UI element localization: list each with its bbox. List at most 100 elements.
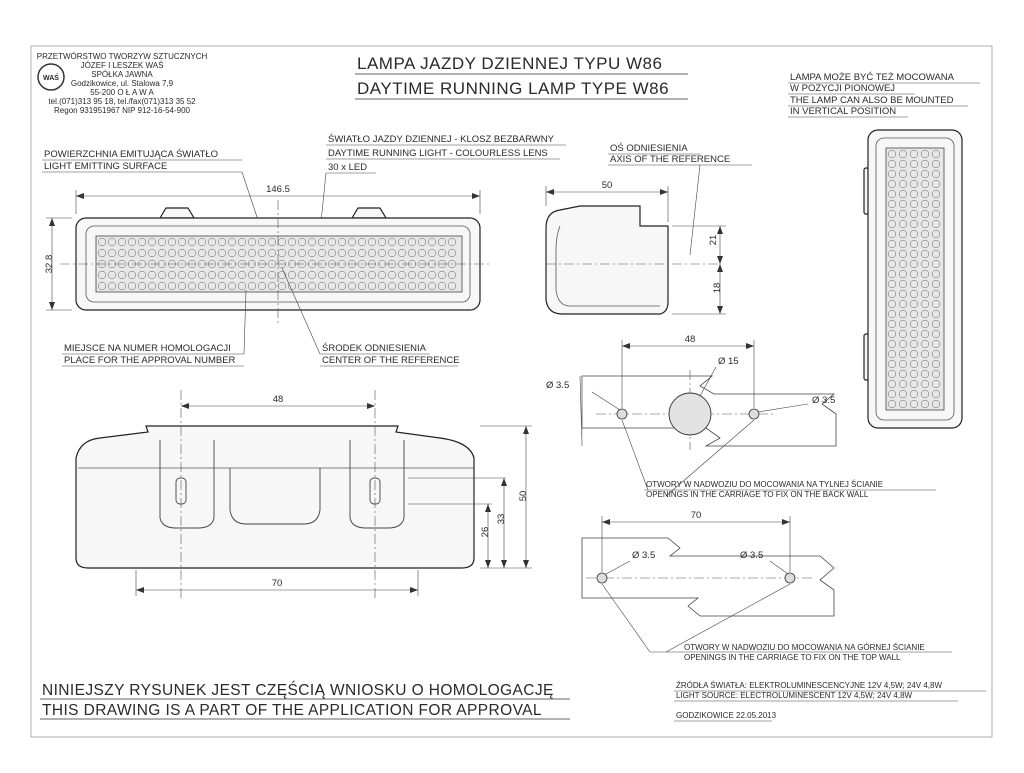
- led-cell: [447, 237, 457, 247]
- company-line-3: SPÓŁKA JAWNA: [91, 70, 153, 79]
- led-cell: [347, 248, 357, 258]
- led-cell: [217, 237, 227, 247]
- led-cell: [909, 289, 919, 299]
- footer-en: THIS DRAWING IS A PART OF THE APPLICATIO…: [42, 702, 542, 719]
- led-cell: [931, 269, 941, 279]
- dim-70-top: 70: [691, 510, 702, 521]
- dim-d35-b: Ø 3.5: [812, 395, 835, 406]
- led-cell: [931, 369, 941, 379]
- source-pl: ŹRÓDŁA ŚWIATŁA: ELEKTROLUMINESCENCYJNE 1…: [676, 681, 942, 690]
- led-cell: [920, 249, 930, 259]
- led-cell: [217, 281, 227, 291]
- dim-21: 21: [708, 235, 719, 246]
- led-cell: [887, 289, 897, 299]
- led-cell: [307, 281, 317, 291]
- led-cell: [447, 248, 457, 258]
- led-cell: [127, 248, 137, 258]
- led-cell: [920, 359, 930, 369]
- dim-50-bottom: 50: [518, 491, 529, 502]
- led-cell: [207, 248, 217, 258]
- led-cell: [920, 309, 930, 319]
- led-cell: [898, 369, 908, 379]
- led-cell: [387, 248, 397, 258]
- led-cell: [187, 237, 197, 247]
- led-cell: [909, 259, 919, 269]
- led-cell: [327, 248, 337, 258]
- led-cell: [887, 379, 897, 389]
- led-cell: [909, 299, 919, 309]
- led-cell: [267, 259, 277, 269]
- led-cell: [920, 169, 930, 179]
- led-cell: [237, 270, 247, 280]
- mount-note: LAMPA MOŻE BYĆ TEŻ MOCOWANA W POZYCJI PI…: [788, 72, 980, 118]
- led-cell: [177, 237, 187, 247]
- led-cell: [920, 329, 930, 339]
- company-logo: [37, 63, 65, 91]
- led-cell: [137, 248, 147, 258]
- led-cell: [898, 239, 908, 249]
- led-cell: [327, 281, 337, 291]
- light-emitting-surface-vertical: [885, 147, 945, 411]
- back-wall-holes: 48 Ø 15 Ø 3.5 Ø 3.5 OTWORY W NADWOZIU DO…: [546, 334, 936, 499]
- led-cell: [107, 270, 117, 280]
- led-cell: [931, 249, 941, 259]
- led-cell: [287, 248, 297, 258]
- led-cell: [920, 389, 930, 399]
- callout-labels-bottom: MIEJSCE NA NUMER HOMOLOGACJI PLACE FOR T…: [62, 267, 460, 367]
- led-cell: [227, 237, 237, 247]
- led-cell: [357, 259, 367, 269]
- led-cell: [167, 237, 177, 247]
- led-cell: [909, 239, 919, 249]
- led-cell: [97, 281, 107, 291]
- label-led: 30 x LED: [328, 162, 367, 173]
- led-cell: [97, 270, 107, 280]
- led-cell: [931, 219, 941, 229]
- led-cell: [427, 248, 437, 258]
- led-cell: [887, 299, 897, 309]
- led-cell: [157, 270, 167, 280]
- led-cell: [909, 169, 919, 179]
- label-top-en: OPENINGS IN THE CARRIAGE TO FIX ON THE T…: [684, 653, 901, 662]
- led-cell: [920, 369, 930, 379]
- led-cell: [297, 281, 307, 291]
- led-cell: [197, 248, 207, 258]
- led-cell: [887, 209, 897, 219]
- led-cell: [909, 399, 919, 409]
- company-line-2: JÓZEF I LESZEK WAŚ: [81, 61, 164, 70]
- led-cell: [920, 339, 930, 349]
- led-cell: [387, 237, 397, 247]
- led-cell: [307, 237, 317, 247]
- led-cell: [887, 369, 897, 379]
- led-cell: [898, 249, 908, 259]
- led-cell: [920, 189, 930, 199]
- vertical-view: [863, 129, 963, 429]
- led-cell: [177, 270, 187, 280]
- led-cell: [447, 281, 457, 291]
- led-cell: [247, 281, 257, 291]
- led-cell: [147, 237, 157, 247]
- led-cell: [227, 281, 237, 291]
- led-cell: [898, 229, 908, 239]
- led-cell: [920, 179, 930, 189]
- led-cell: [909, 199, 919, 209]
- sheet-border: [30, 45, 993, 738]
- led-cell: [297, 237, 307, 247]
- led-cell: [397, 248, 407, 258]
- led-cell: [887, 149, 897, 159]
- led-cell: [887, 309, 897, 319]
- led-cell: [107, 237, 117, 247]
- led-cell: [427, 270, 437, 280]
- led-cell: [227, 248, 237, 258]
- led-cell: [887, 179, 897, 189]
- led-cell: [887, 279, 897, 289]
- dim-height: 32.8: [44, 255, 55, 274]
- led-cell: [920, 319, 930, 329]
- led-cell: [237, 281, 247, 291]
- led-cell: [107, 281, 117, 291]
- led-cell: [417, 281, 427, 291]
- led-cell: [909, 369, 919, 379]
- led-cell: [931, 179, 941, 189]
- label-center-pl: ŚRODEK ODNIESIENIA: [322, 342, 427, 354]
- dim-d35-a: Ø 3.5: [546, 380, 569, 391]
- led-cell: [247, 248, 257, 258]
